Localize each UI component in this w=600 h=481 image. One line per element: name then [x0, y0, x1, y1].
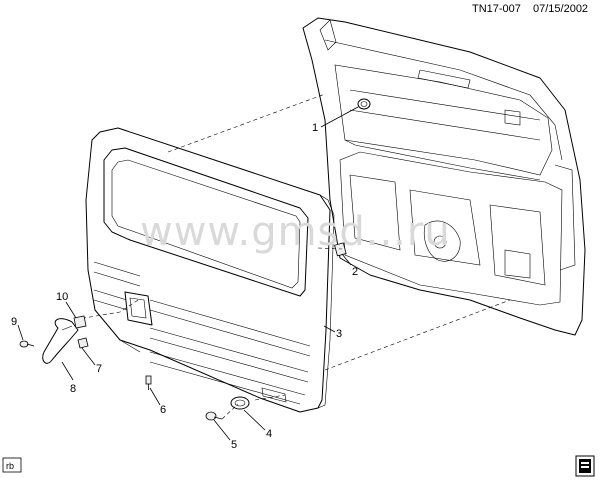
diagram-date: 07/15/2002 [533, 3, 588, 15]
part-9-screw [19, 340, 35, 348]
leader-lines [17, 106, 359, 441]
callout-9: 9 [11, 316, 17, 328]
watermark: www.gmsd...ru [140, 209, 451, 255]
callout-4: 4 [266, 428, 272, 440]
callout-7: 7 [96, 363, 102, 375]
part-1-bumper [357, 98, 371, 110]
part-4-grommet [230, 396, 250, 410]
book-icon [575, 455, 595, 477]
callout-3: 3 [336, 328, 342, 340]
rb-tag: rb [2, 457, 22, 473]
callout-8: 8 [70, 383, 76, 395]
part-3-trim-panel [85, 127, 335, 413]
callout-10: 10 [56, 291, 68, 303]
part-10-bracket [73, 315, 87, 329]
callout-1: 1 [312, 122, 318, 134]
liftgate-door [302, 17, 586, 336]
callout-6: 6 [160, 404, 166, 416]
part-6-pin [145, 375, 152, 390]
diagram-code: TN17-007 [472, 3, 521, 15]
callout-5: 5 [231, 439, 237, 451]
rb-tag-label: rb [6, 461, 14, 471]
callout-2: 2 [352, 266, 358, 278]
part-2-clip [334, 242, 347, 257]
part-7-clip [77, 337, 89, 349]
part-8-strap [42, 318, 79, 364]
part-5-screw [205, 411, 223, 421]
alignment-lines [83, 93, 511, 420]
